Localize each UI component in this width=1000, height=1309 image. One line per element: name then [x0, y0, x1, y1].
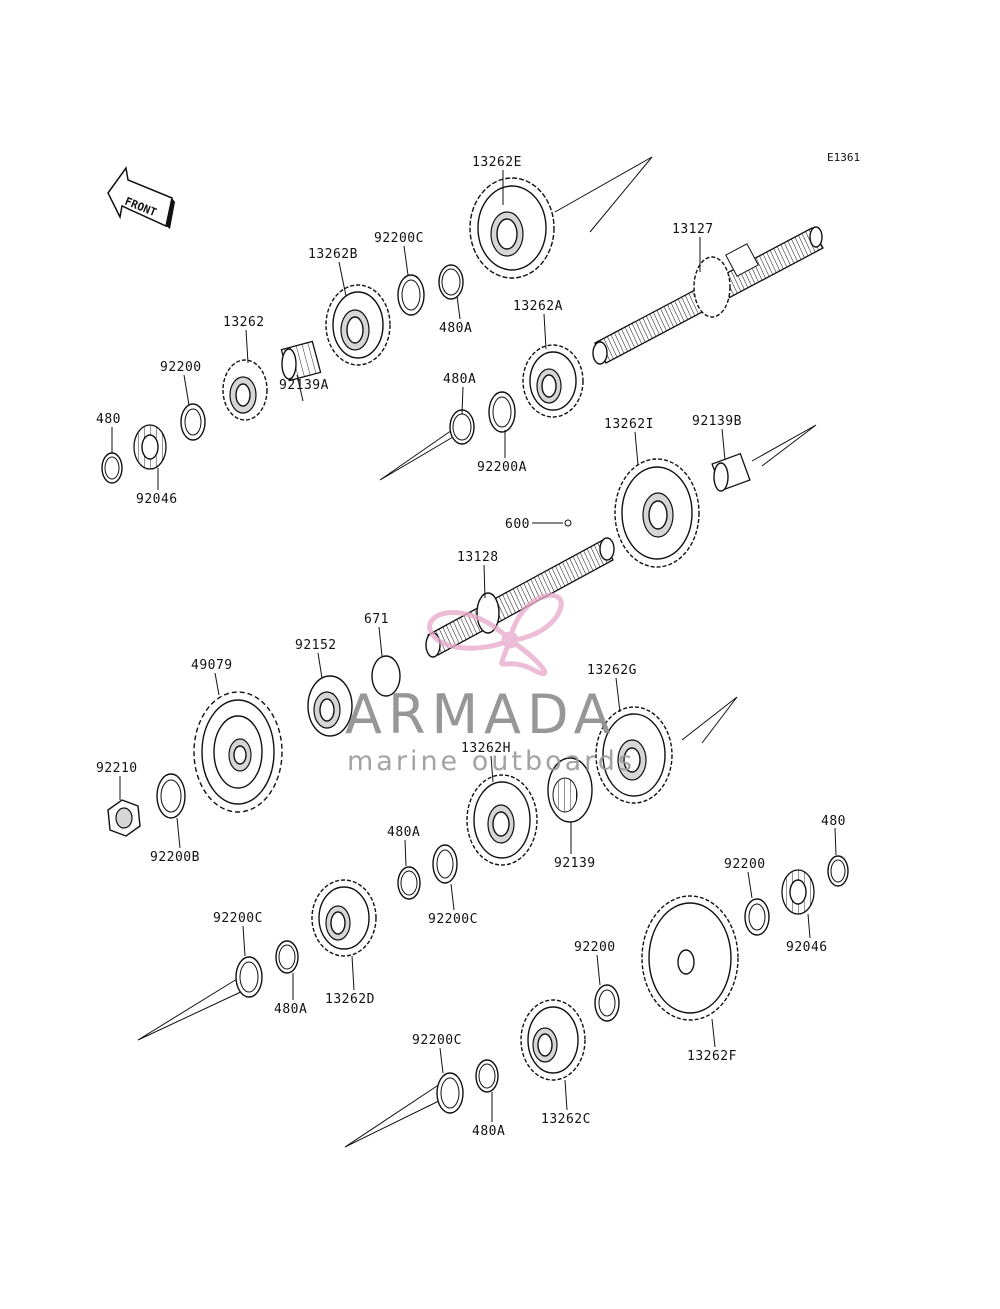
- washer-92200C-left: [235, 956, 263, 998]
- circlip-480A-top: [438, 264, 464, 300]
- label-92200A: 92200A: [477, 460, 527, 475]
- label-92200-top: 92200: [160, 360, 202, 375]
- gear-13262I: [614, 458, 700, 568]
- label-92139A: 92139A: [279, 378, 329, 393]
- circlip-480A-left: [275, 940, 299, 974]
- bushing-92139B: [711, 452, 751, 492]
- washer-92200C-mid: [432, 844, 458, 884]
- label-92200C-mid: 92200C: [428, 912, 478, 927]
- label-480-left: 480: [96, 412, 121, 427]
- circlip-480-left: [101, 452, 123, 484]
- gear-13262H: [466, 774, 538, 866]
- label-13262D: 13262D: [325, 992, 375, 1007]
- label-13262E: 13262E: [472, 155, 522, 170]
- washer-92200A: [488, 391, 516, 433]
- label-13262: 13262: [223, 315, 265, 330]
- propeller-logo-icon: [427, 592, 564, 676]
- gear-13262E: [469, 177, 555, 279]
- label-92139: 92139: [554, 856, 596, 871]
- watermark: ARMADA marine outboards: [345, 592, 635, 777]
- label-13262I: 13262I: [604, 417, 654, 432]
- shaft-13127: [592, 226, 824, 365]
- circlip-480A-bottom: [475, 1059, 499, 1093]
- label-480A-low: 480A: [387, 825, 420, 840]
- label-480A-left: 480A: [274, 1002, 307, 1017]
- label-480-right: 480: [821, 814, 846, 829]
- label-92200-right: 92200: [724, 857, 766, 872]
- watermark-subtitle: marine outboards: [347, 746, 635, 777]
- guide-lines: [137, 156, 817, 1148]
- circlip-480A-low: [397, 866, 421, 900]
- gear-49079: [193, 691, 283, 813]
- label-92152: 92152: [295, 638, 337, 653]
- shaft-13128: [425, 519, 615, 658]
- label-671: 671: [364, 612, 389, 627]
- label-92046-right: 92046: [786, 940, 828, 955]
- bearing-92152: [307, 675, 353, 737]
- label-13262C: 13262C: [541, 1112, 591, 1127]
- label-92046-left: 92046: [136, 492, 178, 507]
- label-92200C-bottom: 92200C: [412, 1033, 462, 1048]
- label-13262H: 13262H: [461, 741, 511, 756]
- gear-13262D: [311, 879, 377, 957]
- label-49079: 49079: [191, 658, 233, 673]
- washer-92200-right: [744, 898, 770, 936]
- washer-92200C-top: [397, 274, 425, 316]
- washer-92200C-bottom: [436, 1072, 464, 1114]
- part-labels: 13262E 13127 92200C 13262B 13262 92200 4…: [96, 155, 846, 1139]
- label-92210: 92210: [96, 761, 138, 776]
- label-600: 600: [505, 517, 530, 532]
- label-13128: 13128: [457, 550, 499, 565]
- label-92200B: 92200B: [150, 850, 200, 865]
- gear-13262G: [595, 706, 673, 804]
- gear-13262B: [325, 284, 391, 366]
- gear-13262C: [520, 999, 586, 1081]
- washer-92200B: [156, 773, 186, 819]
- gear-13262: [222, 359, 268, 421]
- oring-671: [371, 655, 401, 697]
- bearing-92046-left: [133, 424, 167, 470]
- washer-92200-top: [180, 403, 206, 441]
- label-480A-mid: 480A: [443, 372, 476, 387]
- gear-13262A: [522, 344, 584, 418]
- nut-92210: [107, 799, 141, 837]
- bushing-92139: [547, 757, 593, 823]
- label-13262B: 13262B: [308, 247, 358, 262]
- label-13262F: 13262F: [687, 1049, 737, 1064]
- watermark-title: ARMADA: [345, 683, 617, 746]
- label-13262A: 13262A: [513, 299, 563, 314]
- washer-92200-low: [594, 984, 620, 1022]
- circlip-480-right: [827, 855, 849, 887]
- label-13127: 13127: [672, 222, 714, 237]
- label-480A-bottom: 480A: [472, 1124, 505, 1139]
- bearing-92046-right: [781, 869, 815, 915]
- bearing-92139A: [280, 340, 322, 382]
- gear-13262F: [641, 895, 739, 1021]
- label-13262G: 13262G: [587, 663, 637, 678]
- label-92200-low: 92200: [574, 940, 616, 955]
- front-arrow-icon: FRONT: [107, 166, 175, 229]
- circlip-480A-mid: [449, 409, 475, 445]
- reference-code: E1361: [827, 151, 860, 164]
- label-92200C-top: 92200C: [374, 231, 424, 246]
- label-480A-top: 480A: [439, 321, 472, 336]
- label-92139B: 92139B: [692, 414, 742, 429]
- label-92200C-left: 92200C: [213, 911, 263, 926]
- label-leaders: [111, 170, 837, 1122]
